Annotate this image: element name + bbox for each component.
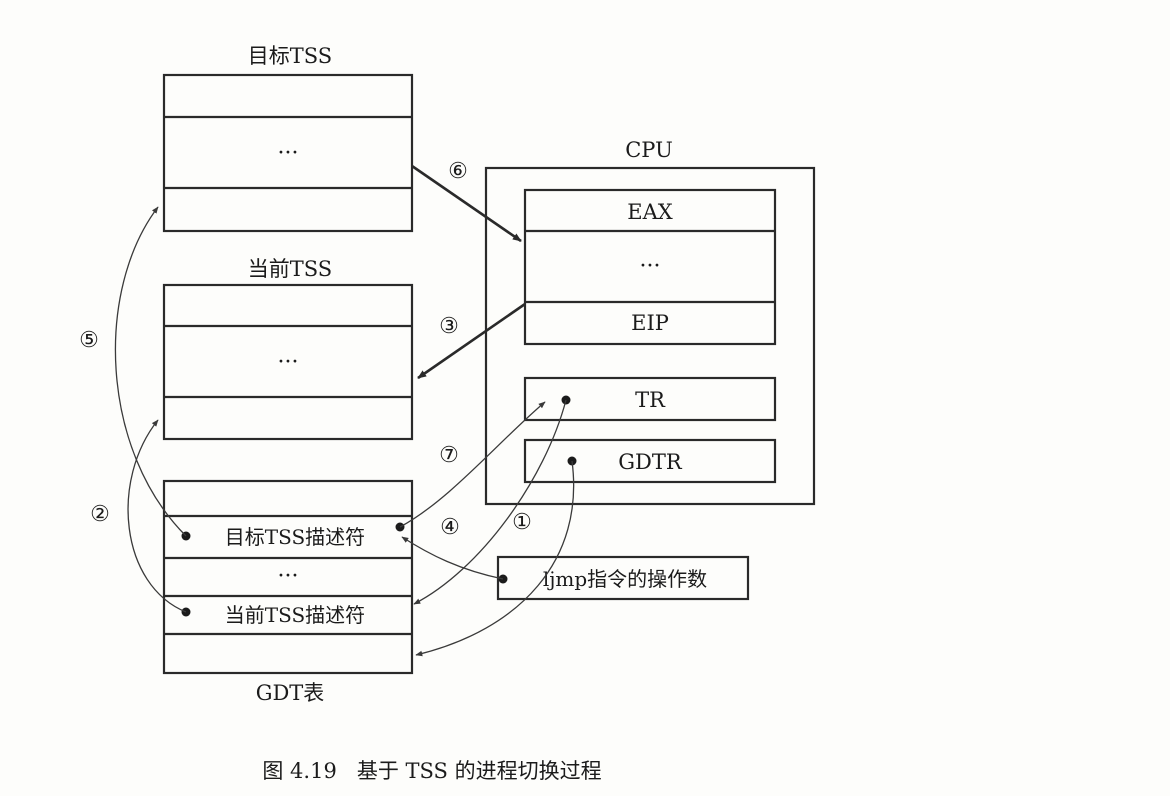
tr-register-box: [523, 376, 777, 422]
target-tss-box: [162, 73, 414, 233]
current-tss-box: [162, 283, 414, 441]
gdt-current-descriptor: 当前TSS描述符: [225, 603, 365, 627]
step-label-3: ③: [439, 314, 459, 339]
cpu-box: [484, 166, 816, 506]
step-label-4: ④: [440, 515, 460, 540]
arrow-step1: [413, 399, 567, 605]
target-tss-ellipsis: ···: [278, 141, 299, 166]
eip-register: EIP: [631, 311, 669, 335]
step-label-6: ⑥: [448, 159, 468, 184]
gdt-target-descriptor: 目标TSS描述符: [225, 525, 365, 549]
arrow-step5: [114, 206, 187, 537]
arrow-step3: [417, 302, 526, 380]
arrow-step4: [401, 536, 504, 580]
figure-caption: 图 4.19 基于 TSS 的进程切换过程: [262, 759, 601, 783]
tr-register: TR: [635, 388, 666, 412]
gdt-table-box: [162, 479, 414, 675]
cpu-ellipsis: ···: [640, 254, 661, 279]
ljmp-operand: ljmp指令的操作数: [543, 567, 707, 591]
arrow-step2: [127, 419, 187, 613]
cpu-title: CPU: [625, 138, 673, 162]
gdt-ellipsis: ···: [278, 564, 299, 589]
step-label-7: ⑦: [439, 443, 459, 468]
gdt-table-label: GDT表: [256, 681, 325, 705]
current-tss-title: 当前TSS: [248, 257, 332, 281]
target-tss-title: 目标TSS: [248, 44, 332, 68]
eax-register: EAX: [627, 200, 672, 224]
step-label-5: ⑤: [79, 328, 99, 353]
arrow-step7: [399, 401, 546, 528]
arrow-step6: [411, 164, 522, 243]
arrow-gdtr-to-gdt: [415, 460, 575, 657]
gdtr-register: GDTR: [618, 450, 683, 474]
step-label-2: ②: [90, 502, 110, 527]
cpu-register-block: [523, 188, 777, 346]
current-tss-ellipsis: ···: [278, 350, 299, 375]
step-label-1: ①: [512, 510, 532, 535]
gdtr-register-box: [523, 438, 777, 484]
